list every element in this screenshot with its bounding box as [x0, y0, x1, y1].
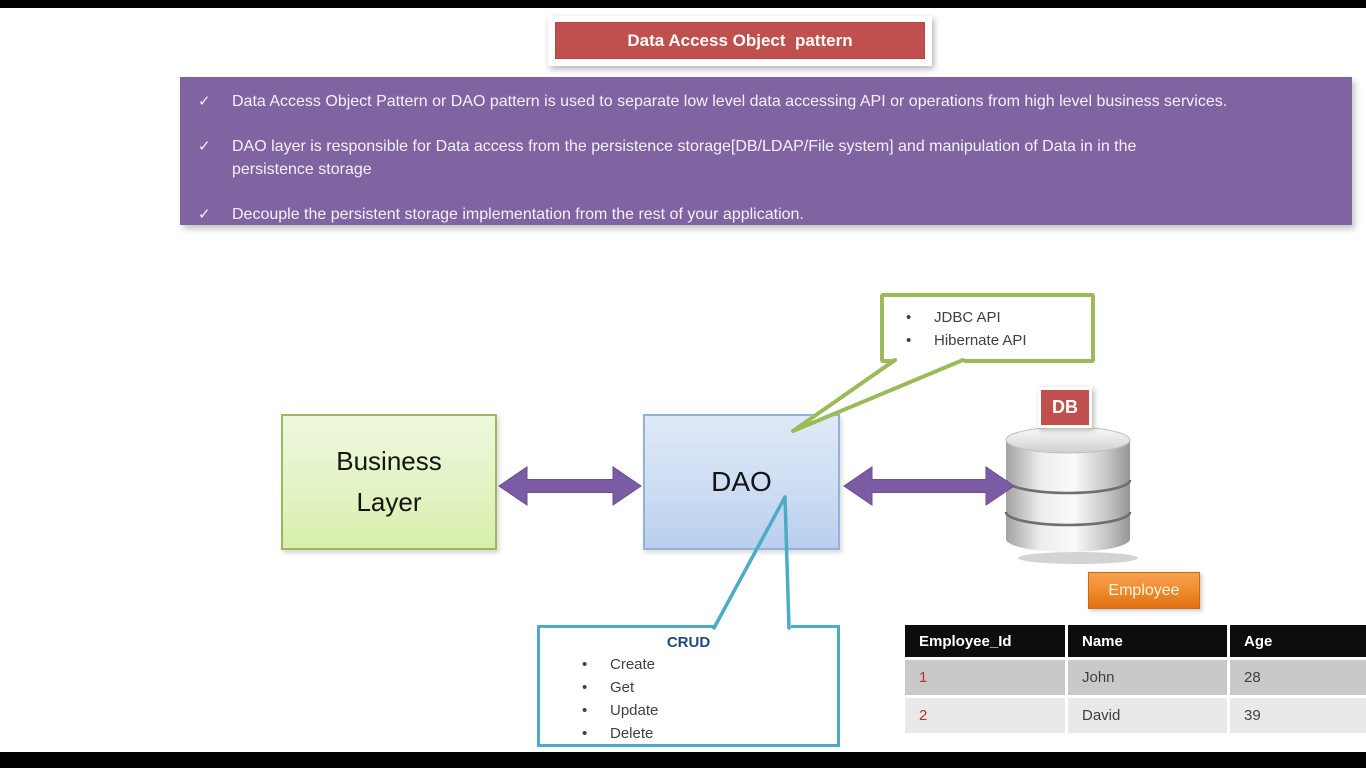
checkmark-icon: ✓: [198, 93, 211, 110]
bullet-icon: •: [906, 332, 912, 349]
info-bullet: ✓ Decouple the persistent storage implem…: [198, 203, 1332, 226]
info-bullet-text: Decouple the persistent storage implemen…: [232, 206, 804, 223]
db-badge: DB: [1038, 387, 1092, 428]
crud-item-label: Delete: [610, 725, 654, 742]
crud-item: • Update: [582, 699, 837, 722]
crud-item-label: Get: [610, 679, 635, 696]
db-top: [1005, 426, 1131, 454]
table-header-cell: Employee_Id: [905, 625, 1065, 657]
bullet-icon: •: [582, 656, 588, 673]
business-layer-label: Business Layer: [336, 446, 442, 517]
info-bullet-text: Data Access Object Pattern or DAO patter…: [232, 93, 1228, 110]
table-cell-age: 39: [1230, 698, 1366, 733]
info-bullet: ✓ Data Access Object Pattern or DAO patt…: [198, 90, 1332, 113]
crud-list: • Create • Get • Update • Delete: [540, 653, 837, 745]
table-cell-name: John: [1068, 660, 1227, 695]
bullet-icon: •: [582, 725, 588, 742]
table-header-cell: Name: [1068, 625, 1227, 657]
employee-badge: Employee: [1088, 572, 1200, 609]
api-item-label: Hibernate API: [934, 332, 1027, 349]
crud-title: CRUD: [666, 634, 711, 651]
bullet-icon: •: [906, 309, 912, 326]
db-band-line: [1004, 511, 1132, 527]
checkmark-icon: ✓: [198, 206, 211, 223]
double-arrow-dao-db: [843, 466, 1015, 506]
crud-item-label: Update: [610, 702, 659, 719]
database-icon: [1004, 426, 1138, 564]
info-bullet: ✓ DAO layer is responsible for Data acce…: [198, 135, 1332, 181]
bottom-letterbox-bar: [0, 752, 1366, 768]
info-box: ✓ Data Access Object Pattern or DAO patt…: [180, 77, 1352, 225]
dao-box: DAO: [643, 414, 840, 550]
double-arrow-business-dao: [498, 466, 642, 506]
api-callout-item: • JDBC API: [906, 306, 1091, 329]
bullet-icon: •: [582, 702, 588, 719]
crud-item: • Get: [582, 676, 837, 699]
table-row: 2 David 39: [905, 698, 1366, 733]
table-header-row: Employee_Id Name Age: [905, 625, 1366, 657]
title-card: Data Access Object pattern: [548, 16, 932, 66]
dao-label: DAO: [711, 466, 772, 497]
table-cell-id: 2: [905, 698, 1065, 733]
table-row: 1 John 28: [905, 660, 1366, 695]
checkmark-icon: ✓: [198, 138, 211, 155]
business-layer-box: Business Layer: [281, 414, 497, 550]
table-cell-age: 28: [1230, 660, 1366, 695]
db-body: [1006, 440, 1130, 552]
api-callout-item: • Hibernate API: [906, 329, 1091, 352]
bullet-icon: •: [582, 679, 588, 696]
table-cell-id: 1: [905, 660, 1065, 695]
info-bullet-text: DAO layer is responsible for Data access…: [232, 138, 1137, 178]
table-header-cell: Age: [1230, 625, 1366, 657]
crud-item-label: Create: [610, 656, 656, 673]
page-title: Data Access Object pattern: [555, 22, 925, 59]
crud-item: • Delete: [582, 722, 837, 745]
crud-callout: CRUD • Create • Get • Update • Delete: [537, 625, 840, 747]
api-callout: • JDBC API • Hibernate API: [880, 293, 1095, 363]
api-item-label: JDBC API: [934, 309, 1001, 326]
db-shadow: [1018, 552, 1138, 564]
employee-table: Employee_Id Name Age 1 John 28 2 David 3…: [905, 625, 1366, 736]
top-letterbox-bar: [0, 0, 1366, 8]
crud-item: • Create: [582, 653, 837, 676]
table-cell-name: David: [1068, 698, 1227, 733]
